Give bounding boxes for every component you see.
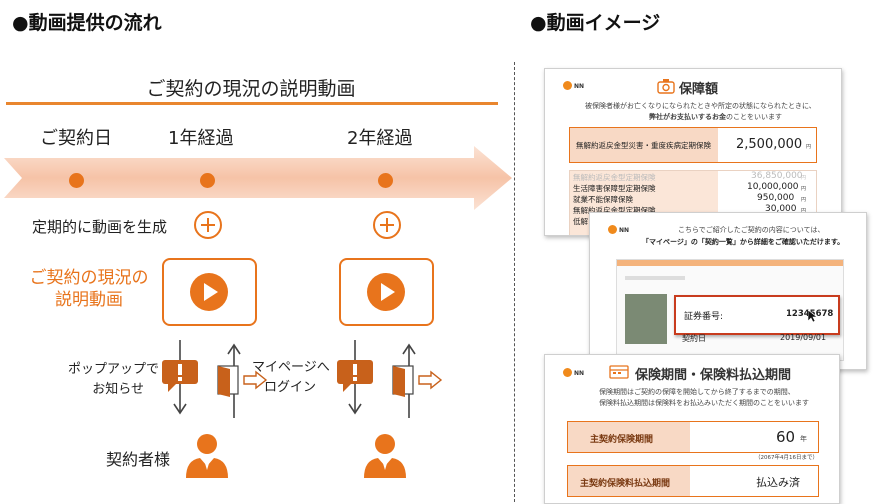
- screenshot-card-period: NN 保険期間・保険料払込期間 保険期間はご契約の保障を開始してから終了するまで…: [544, 354, 840, 504]
- card3-desc2: 保険料払込期間は保険料をお払込みいただく期間のことをいいます: [599, 399, 809, 407]
- notify-line2: お知らせ: [92, 382, 144, 397]
- rider-row-label: 就業不能保障保険: [573, 195, 633, 204]
- login-line1: マイページへ: [252, 360, 330, 375]
- person-icon: [186, 434, 228, 478]
- rider-row-label: 無解約返戻金型定期保険: [573, 173, 656, 182]
- nn-logo-text: NN: [619, 227, 630, 234]
- timeline-arrow: [4, 146, 512, 210]
- rider-row-value: 10,000,000: [747, 182, 799, 192]
- main-coverage-unit: 円: [806, 144, 812, 150]
- policy-period-unit: 年: [800, 435, 807, 443]
- rider-row-unit: 円: [801, 175, 807, 181]
- main-coverage-value: 2,500,000: [736, 137, 803, 152]
- door-login-icon: [392, 365, 443, 397]
- rider-row-unit: 円: [801, 197, 807, 203]
- card3-title: 保険期間・保険料払込期間: [635, 368, 792, 383]
- person-icon: [364, 434, 406, 478]
- image-section-title: ●動画イメージ: [530, 12, 661, 34]
- video-player-year2[interactable]: [339, 258, 434, 326]
- calendar-icon: [609, 365, 629, 379]
- section-divider: [514, 62, 515, 502]
- card1-desc2-bold: 弊社がお支払いするお金: [649, 113, 726, 121]
- stage-two-years: 2年経過: [347, 128, 413, 149]
- rider-row-value: 950,000: [757, 193, 795, 203]
- rider-row-unit: 円: [801, 186, 807, 192]
- notify-login-icons-year2: [337, 340, 443, 418]
- notify-line1: ポップアップで: [68, 362, 160, 377]
- rider-row-value: 36,850,000: [751, 171, 803, 181]
- rider-row-label: 低解: [573, 217, 588, 226]
- rider-row-value: 30,000: [765, 204, 797, 214]
- policy-period-value: 60: [776, 428, 796, 446]
- nn-logo-icon: [608, 225, 617, 234]
- policy-period-row: 主契約保険期間 60 年: [567, 421, 819, 453]
- timeline-dot-year1: [200, 173, 215, 188]
- video-label-line2: 説明動画: [55, 290, 123, 310]
- policy-number-label: 証券番号:: [684, 312, 724, 322]
- policy-period-note: （2067年4月16日まで）: [755, 455, 818, 461]
- video-label-line1: ご契約の現況の: [29, 268, 149, 288]
- video-label: ご契約の現況の 説明動画: [22, 267, 156, 311]
- plus-icon: [373, 211, 401, 239]
- nn-logo-icon: [563, 368, 572, 377]
- card1-desc2: 弊社がお支払いするお金のことをいいます: [649, 112, 782, 122]
- card2-line2: 「マイページ」の「契約一覧」から詳細をご確認いただけます。: [642, 238, 845, 246]
- login-text: マイページへ ログイン: [252, 358, 330, 398]
- contract-date-label: 契約日: [682, 334, 706, 343]
- photo-thumbnail: [625, 294, 667, 344]
- main-coverage-label: 無解約返戻金型災害・重度疾病定期保険: [576, 141, 711, 150]
- video-player-year1[interactable]: [162, 258, 257, 326]
- payment-period-row: 主契約保険料払込期間 払込み済: [567, 465, 819, 497]
- customer-label: 契約者様: [106, 450, 171, 469]
- card3-desc1: 保険期間はご契約の保障を開始してから終了するまでの期間、: [599, 388, 795, 396]
- nn-logo-text: NN: [574, 83, 585, 90]
- popup-alert-icon: [337, 360, 373, 392]
- generate-label: 定期的に動画を生成: [32, 218, 168, 236]
- payment-period-label: 主契約保険料払込期間: [580, 479, 671, 489]
- timeline-dot-year2: [378, 173, 393, 188]
- screenshot-card-coverage: NN 保障額 被保険者様がお亡くなりになられたときや所定の状態になられたときに、…: [544, 68, 842, 236]
- notify-text: ポップアップで お知らせ: [68, 360, 160, 400]
- title-underline: [6, 102, 498, 105]
- nn-logo-text: NN: [574, 370, 585, 377]
- login-line2: ログイン: [264, 380, 317, 395]
- nn-logo-icon: [563, 81, 572, 90]
- notify-login-icons-year1: [162, 340, 268, 418]
- card1-desc1: 被保険者様がお亡くなりになられたときや所定の状態になられたときに、: [585, 102, 816, 110]
- plus-icon: [194, 211, 222, 239]
- rider-row-label: 生活障害保障型定期保険: [573, 184, 656, 193]
- rider-row-label: 無解約返戻金型定期保険: [573, 206, 656, 215]
- payment-period-value: 払込み済: [756, 476, 800, 489]
- screenshot-card-mypage: NN こちらでご紹介したご契約の内容については、 「マイページ」の「契約一覧」か…: [589, 212, 867, 370]
- card1-title: 保障額: [679, 82, 719, 97]
- card2-line1: こちらでご紹介したご契約の内容については、: [678, 226, 825, 234]
- popup-alert-icon: [162, 360, 198, 392]
- stage-contract-date: ご契約日: [40, 128, 112, 149]
- rider-row-unit: 円: [801, 208, 807, 214]
- flow-section-title: ●動画提供の流れ: [12, 12, 162, 34]
- flow-center-title: ご契約の現況の説明動画: [146, 78, 356, 100]
- stage-one-year: 1年経過: [168, 128, 234, 149]
- camera-icon: [657, 79, 675, 94]
- contract-date-value: 2019/09/01: [780, 333, 827, 342]
- door-login-icon: [217, 365, 268, 397]
- card1-desc2-rest: のことをいいます: [726, 113, 782, 121]
- main-coverage-row: 無解約返戻金型災害・重度疾病定期保険 2,500,000 円: [569, 127, 817, 163]
- cursor-icon: [808, 310, 818, 323]
- play-icon[interactable]: [190, 273, 228, 311]
- policy-period-label: 主契約保険期間: [590, 435, 654, 445]
- play-icon[interactable]: [367, 273, 405, 311]
- timeline-dot-contract: [69, 173, 84, 188]
